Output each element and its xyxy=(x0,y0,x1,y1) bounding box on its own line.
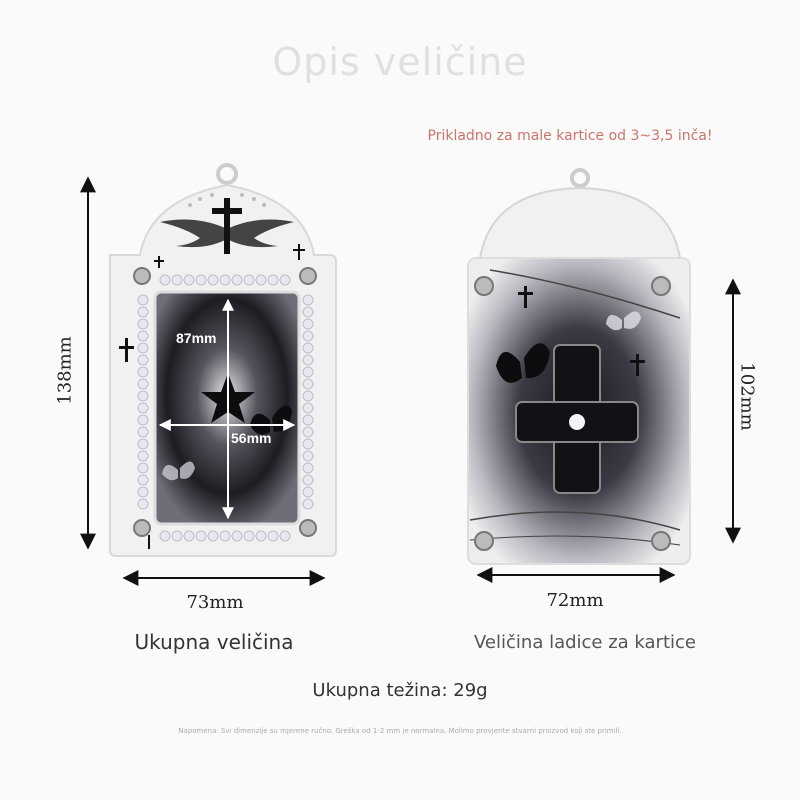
tray-butterfly-icon xyxy=(496,343,550,383)
cross-icon xyxy=(515,344,639,494)
subtitle: Prikladno za male kartice od 3~3,5 inča! xyxy=(427,128,713,144)
right-width-label: 72mm xyxy=(546,590,604,611)
hanging-ring xyxy=(216,163,238,185)
tray-corner-gems xyxy=(474,276,671,551)
corner-gems xyxy=(133,267,317,537)
tray-hanging-ring xyxy=(570,168,590,188)
winged-cross-icon xyxy=(160,198,294,254)
window-width-label: 56mm xyxy=(231,430,272,446)
left-caption: Ukupna veličina xyxy=(134,630,294,654)
left-height-label: 138mm xyxy=(54,336,76,405)
right-height-label: 102mm xyxy=(736,362,758,431)
holder-front xyxy=(109,163,337,557)
window-height-label: 87mm xyxy=(176,330,217,346)
left-width-label: 73mm xyxy=(186,592,244,613)
page-title: Opis veličine xyxy=(272,40,528,84)
card-tray xyxy=(467,168,691,565)
measurement-note: Napomena: Svi dimenzije su mjerene ručno… xyxy=(178,727,622,735)
right-caption: Veličina ladice za kartice xyxy=(474,632,696,653)
total-weight: Ukupna težina: 29g xyxy=(312,680,488,701)
pearl-border xyxy=(137,274,314,542)
